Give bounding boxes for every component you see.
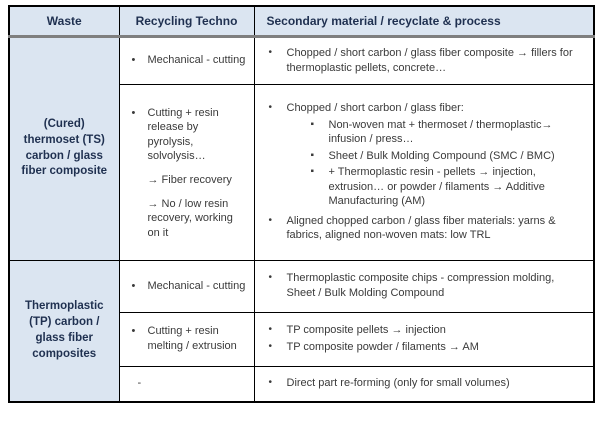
process-text: TP composite pellets → injection <box>286 324 446 337</box>
row-thermoset-1: (Cured) thermoset (TS) carbon / glass fi… <box>8 35 595 261</box>
techno-cell-ts-pyrolysis: • Cutting + resin release by pyrolysis, … <box>118 83 255 261</box>
bullet-icon: • <box>268 324 273 336</box>
process-cell-ts-2: • Chopped / short carbon / glass fiber: … <box>253 83 595 261</box>
bullet-icon: • <box>131 54 136 67</box>
square-bullet-icon: ▪ <box>310 149 315 161</box>
row-thermoplastic-1: Thermoplastic (TP) carbon / glass fiber … <box>8 259 595 403</box>
process-text: Chopped / short carbon / glass fiber: <box>286 102 464 115</box>
bullet-icon: • <box>268 102 273 114</box>
process-subtext: Sheet / Bulk Molding Compound (SMC / BMC… <box>328 149 555 162</box>
techno-text: Mechanical - cutting <box>147 279 246 292</box>
waste-label-thermoset: (Cured) thermoset (TS) carbon / glass fi… <box>21 117 108 178</box>
process-text: TP composite powder / filaments → AM <box>286 341 479 353</box>
waste-cell-thermoset: (Cured) thermoset (TS) carbon / glass fi… <box>8 35 120 261</box>
techno-cell-tp-none: - <box>118 365 255 403</box>
techno-text: Cutting + resin release by pyrolysis, so… <box>147 106 219 163</box>
bullet-icon: • <box>131 325 136 338</box>
techno-cell-ts-mechanical: • Mechanical - cutting <box>118 35 255 85</box>
bullet-icon: • <box>268 272 273 284</box>
square-bullet-icon: ▪ <box>310 118 315 130</box>
row-thermoplastic-3: - • Direct part re-forming (only for sma… <box>9 365 595 403</box>
row-thermoplastic-2: • Cutting + resin melting / extrusion • … <box>9 311 595 367</box>
header-row: Waste Recycling Techno Secondary materia… <box>8 5 595 38</box>
process-cell-tp-1: • Thermoplastic composite chips - compre… <box>253 259 595 313</box>
waste-label-thermoplastic: Thermoplastic (TP) carbon / glass fiber … <box>24 300 104 360</box>
resin-recovery-note: → No / low resin recovery, working on it <box>147 197 233 239</box>
bullet-icon: • <box>131 106 136 119</box>
bullet-icon: • <box>268 214 273 226</box>
bullet-icon: • <box>268 341 273 352</box>
waste-cell-thermoplastic: Thermoplastic (TP) carbon / glass fiber … <box>8 259 120 403</box>
process-text: Thermoplastic composite chips - compress… <box>286 272 555 299</box>
bullet-icon: • <box>131 279 136 292</box>
process-text: Aligned chopped carbon / glass fiber mat… <box>286 214 556 242</box>
header-secondary-material: Secondary material / recyclate & process <box>253 5 595 38</box>
header-recycling-techno: Recycling Techno <box>118 5 255 38</box>
process-subtext: + Thermoplastic resin - pellets → inject… <box>328 166 545 208</box>
techno-cell-tp-melting: • Cutting + resin melting / extrusion <box>118 311 255 367</box>
process-subtext: Non-woven mat + thermoset / thermoplasti… <box>328 118 553 146</box>
bullet-icon: • <box>268 46 273 58</box>
header-waste: Waste <box>8 5 120 38</box>
process-cell-tp-3: • Direct part re-forming (only for small… <box>253 365 595 403</box>
bullet-icon: • <box>268 377 273 389</box>
square-bullet-icon: ▪ <box>310 166 315 178</box>
dash-placeholder: - <box>137 377 142 390</box>
process-text: Chopped / short carbon / glass fiber com… <box>286 46 573 74</box>
techno-cell-tp-mechanical: • Mechanical - cutting <box>118 259 255 313</box>
process-cell-tp-2: • TP composite pellets → injection • TP … <box>253 311 595 367</box>
techno-text: Mechanical - cutting <box>147 54 246 67</box>
row-thermoset-2: • Cutting + resin release by pyrolysis, … <box>9 83 595 261</box>
process-cell-ts-1: • Chopped / short carbon / glass fiber c… <box>253 35 595 85</box>
recycling-table: Waste Recycling Techno Secondary materia… <box>8 5 595 403</box>
process-text: Direct part re-forming (only for small v… <box>286 377 510 390</box>
fiber-recovery-note: → Fiber recovery <box>147 174 232 186</box>
techno-text: Cutting + resin melting / extrusion <box>147 325 237 352</box>
